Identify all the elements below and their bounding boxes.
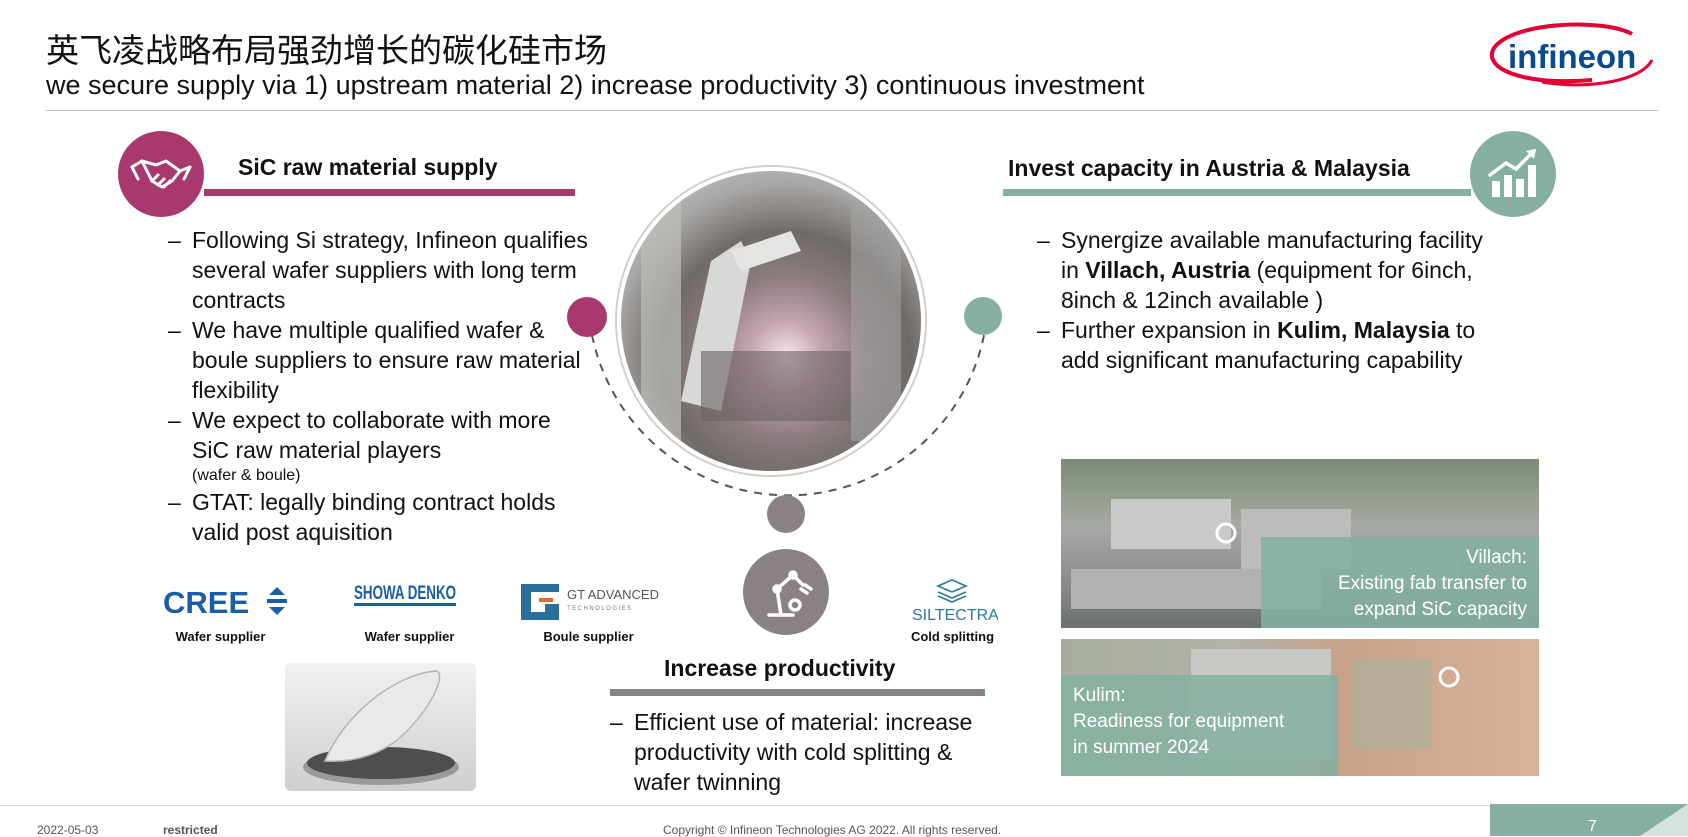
villach-label-line-3: expand SiC capacity bbox=[1353, 599, 1527, 620]
siltectra-logo-text: SILTECTRA bbox=[912, 607, 998, 622]
gt-advanced-logo-sub: TECHNOLOGIES bbox=[567, 606, 633, 612]
center-section-bar bbox=[610, 689, 985, 696]
kulim-label-line-3: in summer 2024 bbox=[1073, 737, 1210, 758]
left-section-title: SiC raw material supply bbox=[238, 154, 498, 180]
right-bullet-2-post: to add significant manufacturing capabil… bbox=[1061, 317, 1476, 373]
footer-classification: restricted bbox=[163, 823, 218, 837]
left-bullet-2: We have multiple qualified wafer & boule… bbox=[168, 315, 588, 405]
left-bullet-3-note: (wafer & boule) bbox=[192, 467, 301, 484]
footer-date: 2022-05-03 bbox=[37, 823, 99, 837]
gt-advanced-logo-text: GT ADVANCED bbox=[567, 587, 659, 602]
cree-logo-text: CREE bbox=[163, 585, 249, 619]
right-bullet-2: Further expansion in Kulim, Malaysia to … bbox=[1037, 315, 1507, 375]
kulim-label-line-2: Readiness for equipment bbox=[1073, 711, 1285, 732]
center-bullet-list: Efficient use of material: increase prod… bbox=[610, 707, 1010, 797]
left-bullet-4: GTAT: legally binding contract holds val… bbox=[168, 487, 588, 547]
kulim-label-line-1: Kulim: bbox=[1073, 685, 1126, 706]
left-section-bar bbox=[204, 189, 575, 196]
center-photo bbox=[617, 167, 925, 475]
kulim-label-box: Kulim: Readiness for equipment in summer… bbox=[1061, 675, 1338, 776]
villach-label-line-1: Villach: bbox=[1466, 547, 1527, 568]
footer-copyright: Copyright © Infineon Technologies AG 202… bbox=[663, 823, 1002, 837]
kulim-bold: Kulim, Malaysia bbox=[1277, 317, 1450, 343]
showa-denko-logo-text: SHOWA DENKO bbox=[354, 583, 456, 604]
teal-node bbox=[964, 297, 1002, 335]
showa-denko-logo: SHOWA DENKO bbox=[352, 581, 462, 621]
robot-arm-icon bbox=[743, 549, 829, 635]
left-bullet-3: We expect to collaborate with more SiC r… bbox=[168, 405, 588, 487]
growth-chart-icon bbox=[1470, 131, 1556, 217]
cree-logo: CREE bbox=[163, 583, 293, 620]
gt-advanced-logo: GT ADVANCED TECHNOLOGIES bbox=[519, 578, 669, 624]
magenta-node bbox=[567, 297, 607, 337]
right-bullet-1-pre: Synergize available manufacturing facili… bbox=[1061, 227, 1483, 283]
villach-bold: Villach, Austria bbox=[1085, 257, 1251, 283]
footer-divider bbox=[0, 805, 1490, 806]
header-divider bbox=[46, 110, 1658, 111]
siltectra-logo: SILTECTRA bbox=[908, 576, 999, 624]
villach-photo: Villach: Existing fab transfer to expand… bbox=[1061, 459, 1539, 628]
right-bullet-1-post: (equipment for 6inch, 8inch & 12inch ava… bbox=[1061, 257, 1473, 313]
logo-text: infineon bbox=[1508, 38, 1636, 75]
right-section-bar bbox=[1003, 189, 1471, 196]
showa-denko-caption: Wafer supplier bbox=[364, 629, 455, 644]
page-title: 英飞凌战略布局强劲增长的碳化硅市场 bbox=[46, 31, 607, 70]
right-bullet-1: Synergize available manufacturing facili… bbox=[1037, 225, 1507, 315]
right-bullet-2-pre: Further expansion in bbox=[1061, 317, 1278, 343]
infineon-logo: infineon bbox=[1490, 22, 1654, 87]
kulim-photo: Kulim: Readiness for equipment in summer… bbox=[1061, 639, 1539, 776]
left-bullet-list: Following Si strategy, Infineon qualifie… bbox=[168, 225, 588, 547]
page-number: 7 bbox=[1588, 818, 1597, 835]
wafer-image bbox=[285, 663, 476, 791]
gt-advanced-caption: Boule supplier bbox=[543, 629, 634, 644]
footer-corner-shape bbox=[1490, 804, 1688, 836]
villach-label-line-2: Existing fab transfer to bbox=[1337, 573, 1527, 594]
right-section-title: Invest capacity in Austria & Malaysia bbox=[1008, 155, 1410, 181]
center-section-title: Increase productivity bbox=[664, 655, 896, 681]
left-bullet-3-text: We expect to collaborate with more SiC r… bbox=[192, 407, 551, 463]
grey-node bbox=[767, 495, 805, 533]
siltectra-caption: Cold splitting bbox=[910, 629, 995, 644]
left-bullet-1: Following Si strategy, Infineon qualifie… bbox=[168, 225, 588, 315]
page-subtitle: we secure supply via 1) upstream materia… bbox=[46, 70, 1145, 100]
center-bullet-1: Efficient use of material: increase prod… bbox=[610, 707, 1010, 797]
right-bullet-list: Synergize available manufacturing facili… bbox=[1037, 225, 1507, 375]
villach-label-box: Villach: Existing fab transfer to expand… bbox=[1261, 537, 1539, 628]
cree-caption: Wafer supplier bbox=[175, 629, 266, 644]
handshake-icon bbox=[118, 131, 204, 217]
